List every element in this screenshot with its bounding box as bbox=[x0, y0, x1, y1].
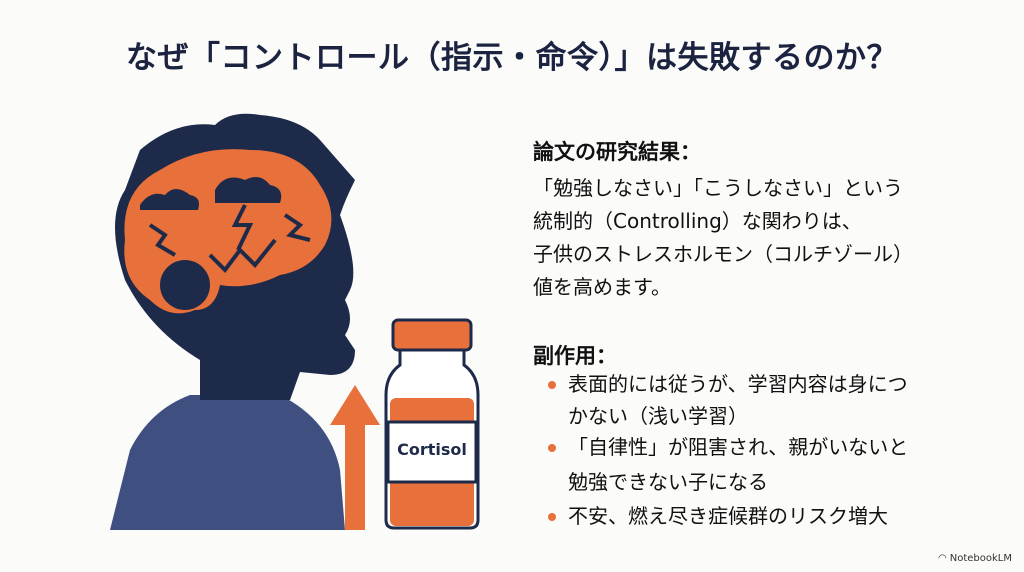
shirt bbox=[110, 395, 345, 530]
lightning-icon bbox=[148, 223, 177, 257]
lightning-icon bbox=[231, 204, 254, 251]
storm-cloud-icon bbox=[215, 176, 282, 203]
notebooklm-badge: ◠ NotebookLM bbox=[938, 553, 1012, 564]
notebooklm-logo-icon: ◠ bbox=[938, 553, 947, 564]
research-line: 子供のストレスホルモン（コルチゾール） bbox=[533, 242, 913, 266]
bullet-dot bbox=[548, 381, 556, 389]
bullet-item: 不安、燃え尽き症候群のリスク増大 bbox=[568, 504, 888, 528]
research-line: 値を高めます。 bbox=[533, 275, 671, 299]
storm-cloud-icon bbox=[140, 189, 199, 210]
badge-text: NotebookLM bbox=[949, 553, 1012, 564]
bullet-dot bbox=[548, 444, 556, 452]
slide-title: なぜ「コントロール（指示・命令）」は失敗するのか？ bbox=[126, 40, 898, 76]
bottle-label: Cortisol bbox=[397, 440, 467, 459]
cortisol-bottle bbox=[384, 318, 480, 530]
lightning-icon bbox=[283, 213, 311, 242]
side-effects-heading: 副作用： bbox=[533, 344, 617, 368]
lightning-icon bbox=[208, 238, 277, 274]
brain-icon bbox=[124, 149, 332, 314]
bullet-item-cont: 勉強できない子になる bbox=[568, 470, 768, 494]
bullet-item: 「自律性」が阻害され、親がいないと bbox=[568, 435, 909, 459]
research-line: 「勉強しなさい」「こうしなさい」という bbox=[533, 176, 903, 200]
up-arrow-icon bbox=[330, 385, 380, 530]
bullet-dot bbox=[548, 513, 556, 521]
research-heading: 論文の研究結果： bbox=[533, 140, 701, 164]
bullet-item-cont: かない（浅い学習） bbox=[568, 404, 748, 428]
bullet-item: 表面的には従うが、学習内容は身につ bbox=[568, 372, 908, 396]
research-line: 統制的（Controlling）な関わりは、 bbox=[533, 209, 862, 233]
